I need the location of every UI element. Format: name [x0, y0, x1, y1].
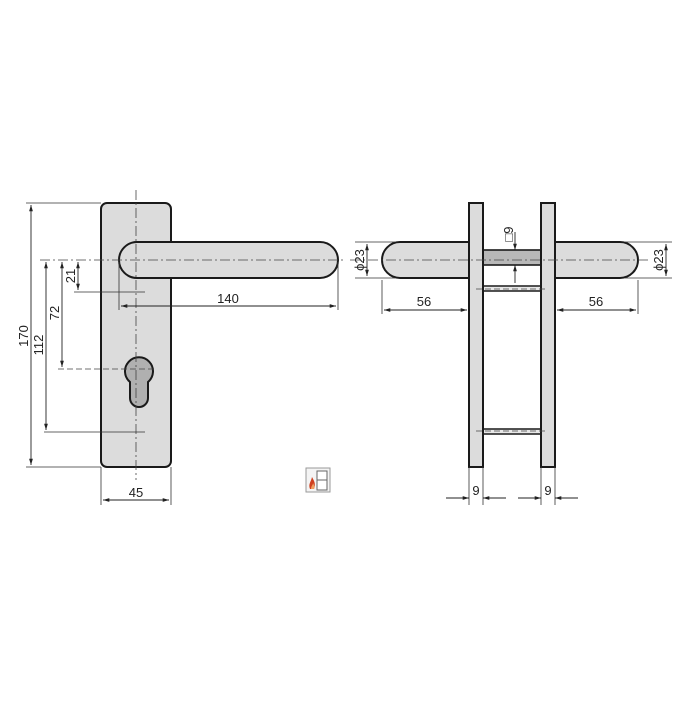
dim-112: 112	[31, 335, 46, 356]
fixing-bolt-upper	[482, 285, 542, 292]
dim-21: 21	[63, 269, 78, 283]
fire-protection-door-icon	[305, 467, 331, 493]
dim-9-left: 9	[472, 483, 479, 498]
dim-56-right: 56	[589, 294, 603, 309]
dim-diameter-right: ϕ23	[651, 249, 666, 271]
dim-56-left: 56	[417, 294, 431, 309]
dim-diameter-left: ϕ23	[352, 249, 367, 271]
dim-72: 72	[47, 306, 62, 320]
cylinder-hole	[124, 356, 154, 408]
dim-spindle-square: □9	[501, 226, 516, 241]
lever-right	[554, 241, 639, 279]
spindle	[482, 249, 542, 266]
side-view: ϕ23 ϕ23 □9 56 56 9 9	[350, 202, 672, 505]
backplate-left-side	[468, 202, 484, 468]
dim-170: 170	[16, 325, 31, 347]
dim-140: 140	[217, 291, 239, 306]
dim-9-right: 9	[544, 483, 551, 498]
fixing-bolt-lower	[482, 428, 542, 435]
backplate-right-side	[540, 202, 556, 468]
dim-45: 45	[129, 485, 143, 500]
front-view: 170 112 72 21 140 45	[16, 190, 345, 505]
